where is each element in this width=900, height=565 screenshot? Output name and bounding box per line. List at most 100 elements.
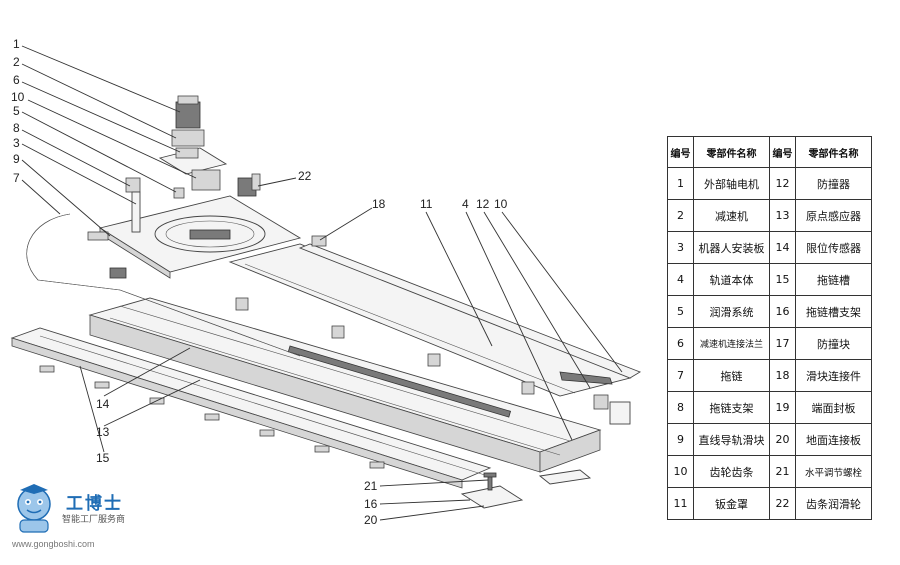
table-cell: 防撞器 [795,167,872,200]
callout-14: 14 [96,397,110,411]
logo-brand: 工博士 [66,494,123,514]
callout-9: 9 [13,152,20,166]
table-cell: 22 [769,487,796,520]
table-cell: 21 [769,455,796,488]
leader-lines [21,45,623,521]
table-cell: 12 [769,167,796,200]
table-cell: 14 [769,231,796,264]
table-cell: 减速机 [693,199,770,232]
table-cell: 13 [769,199,796,232]
callout-3: 3 [13,136,20,150]
table-cell: 拖链 [693,359,770,392]
gongboshi-logo: 工博士 智能工厂服务商 www.gongboshi.com [10,484,150,556]
table-header: 零部件名称 [795,136,872,168]
table-cell: 17 [769,327,796,360]
table-cell: 18 [769,359,796,392]
table-header: 编号 [769,136,796,168]
table-cell: 7 [667,359,694,392]
gear-rack [298,243,642,385]
table-cell: 3 [667,231,694,264]
mascot-icon [17,484,51,533]
table-cell: 15 [769,263,796,296]
slider-connector [311,235,327,247]
table-cell: 齿轮齿条 [693,455,770,488]
table-cell: 齿条润滑轮 [795,487,872,520]
table-cell: 轨道本体 [693,263,770,296]
table-cell: 5 [667,295,694,328]
callout-1: 1 [13,37,20,51]
callout-13: 13 [96,425,110,439]
robot-mount-plate [98,195,302,279]
callout-labels: 1 2 6 10 5 8 3 9 7 22 18 11 4 12 10 14 1… [11,37,508,527]
callout-7: 7 [13,171,20,185]
table-cell: 钣金罩 [693,487,770,520]
table-cell: 原点感应器 [795,199,872,232]
table-header: 零部件名称 [693,136,770,168]
table-cell: 11 [667,487,694,520]
callout-5: 5 [13,104,20,118]
logo-tagline: 智能工厂服务商 [62,515,126,525]
table-cell: 2 [667,199,694,232]
table-cell: 机器人安装板 [693,231,770,264]
table-header: 编号 [667,136,694,168]
rack-lube-wheel [237,173,261,197]
callout-20: 20 [364,513,378,527]
callout-10-top: 10 [11,90,25,104]
callout-15: 15 [96,451,110,465]
callout-6: 6 [13,73,20,87]
motor-assembly [158,95,228,191]
lubrication-system [125,177,185,233]
track-body [88,297,602,473]
bumper-blocks [235,297,535,395]
table-cell: 拖链槽 [795,263,872,296]
table-cell: 防撞块 [795,327,872,360]
table-cell: 9 [667,423,694,456]
callout-8: 8 [13,121,20,135]
table-header-row: 编号 零部件名称 编号 零部件名称 [667,136,872,168]
callout-21: 21 [364,479,378,493]
floor-plate [460,472,524,509]
table-cell: 8 [667,391,694,424]
table-cell: 限位传感器 [795,231,872,264]
table-cell: 拖链支架 [693,391,770,424]
callout-2: 2 [13,55,20,69]
table-cell: 16 [769,295,796,328]
logo-url: www.gongboshi.com [12,539,95,549]
callout-4: 4 [462,197,469,211]
table-cell: 10 [667,455,694,488]
callout-11: 11 [420,197,433,211]
table-cell: 4 [667,263,694,296]
callout-12: 12 [476,197,490,211]
callout-22: 22 [298,169,312,183]
table-cell: 1 [667,167,694,200]
table-cell: 润滑系统 [693,295,770,328]
table-cell: 6 [667,327,694,360]
table-cell: 拖链槽支架 [795,295,872,328]
end-parts [538,394,631,485]
callout-16: 16 [364,497,378,511]
table-cell: 19 [769,391,796,424]
table-cell: 20 [769,423,796,456]
table-cell: 直线导轨滑块 [693,423,770,456]
table-cell: 水平调节螺栓 [795,455,872,488]
table-cell: 地面连接板 [795,423,872,456]
table-cell: 外部轴电机 [693,167,770,200]
drag-chain [26,213,301,357]
drag-chain-bracket [87,231,127,279]
drag-chain-trough [10,327,492,489]
callout-18: 18 [372,197,386,211]
table-cell: 端面封板 [795,391,872,424]
callout-10-right: 10 [494,197,508,211]
